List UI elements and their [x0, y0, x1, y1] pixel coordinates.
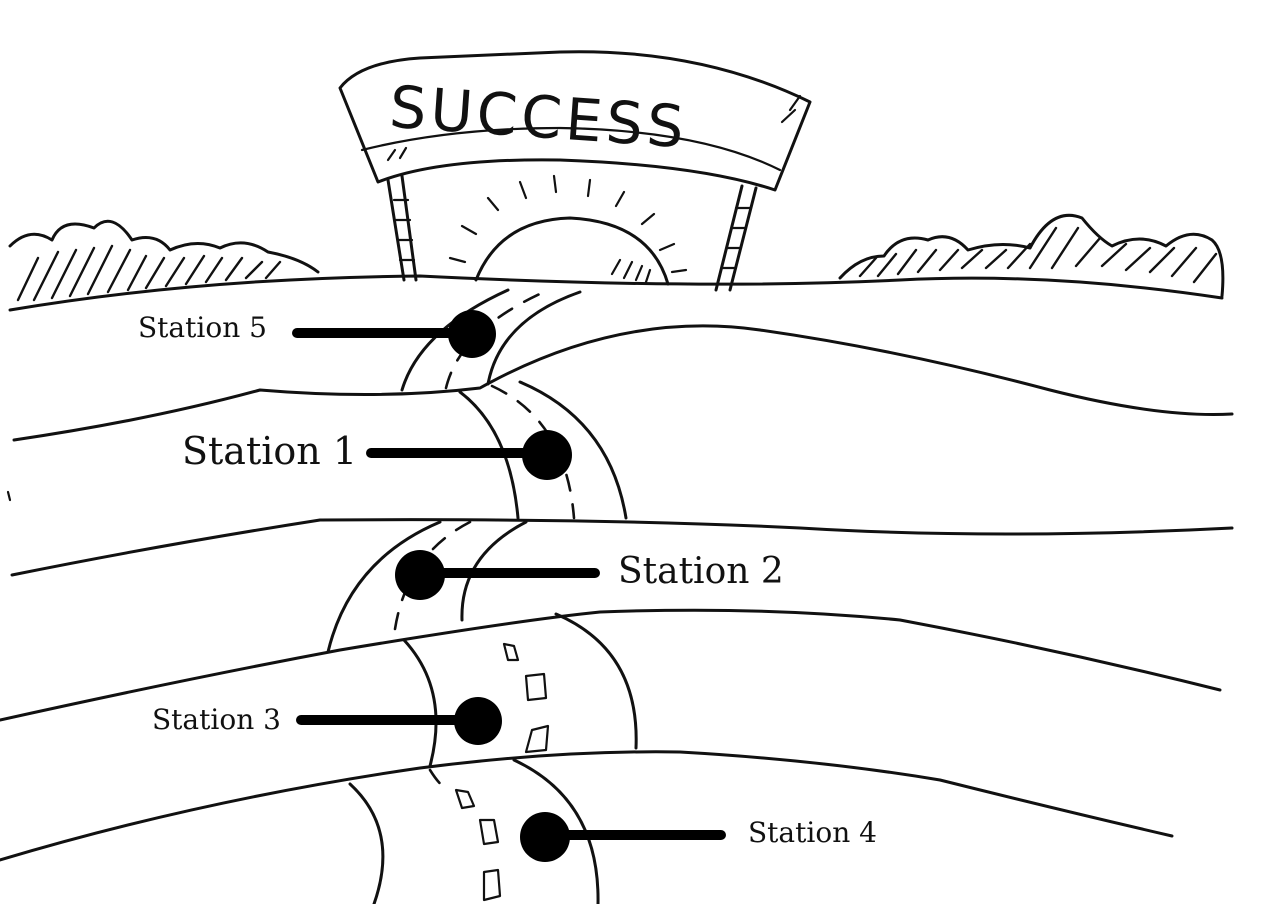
rising-sun — [448, 174, 688, 286]
station-4-label: Station 4 — [748, 816, 877, 849]
station-4-leader — [556, 830, 726, 840]
station-4-dot — [520, 812, 570, 862]
winding-road — [326, 288, 638, 904]
station-2-dot — [395, 550, 445, 600]
station-2-label: Station 2 — [618, 551, 784, 592]
hills — [0, 274, 1234, 862]
station-2-leader — [430, 568, 600, 578]
station-3-label: Station 3 — [152, 703, 281, 736]
station-5-label: Station 5 — [138, 311, 267, 344]
station-1-leader — [366, 448, 532, 458]
success-banner: SUCCESS — [338, 50, 812, 292]
stray-mark — [6, 490, 12, 502]
banner-text: SUCCESS — [387, 73, 690, 162]
bushes-right — [838, 213, 1225, 298]
station-1-dot — [522, 430, 572, 480]
station-5-leader — [292, 328, 464, 338]
station-1-label: Station 1 — [182, 429, 357, 473]
station-5-dot — [448, 310, 496, 358]
bushes-left — [8, 219, 320, 302]
station-3-dot — [454, 697, 502, 745]
station-3-leader — [296, 715, 468, 725]
